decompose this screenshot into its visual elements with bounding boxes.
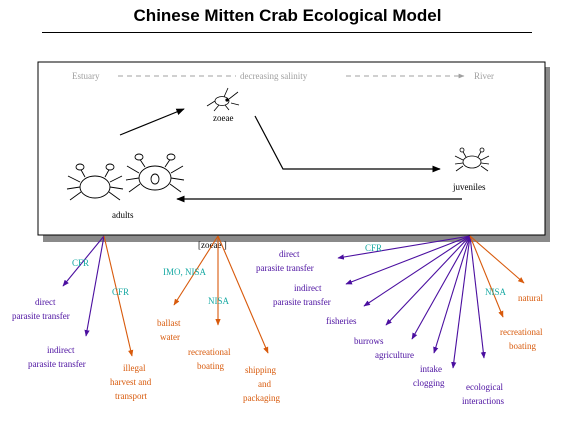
zoeae-ballast-label-1: ballast: [157, 318, 181, 328]
juvenile-intake-label-1: intake: [420, 364, 442, 374]
juvenile-agriculture-label: agriculture: [375, 350, 414, 360]
juvenile-nisa: NISA: [485, 287, 507, 297]
juvenile-arrow-natural: [469, 235, 525, 284]
juvenile-ecological-label-1: ecological: [466, 382, 503, 392]
adult-arrow-illegal-harvest: [103, 235, 134, 357]
title-underline: [42, 32, 532, 33]
zoeae-boating-label-1: recreational: [188, 347, 231, 357]
zoeae-nisa: NISA: [208, 296, 230, 306]
zoeae-arrow-shipping: [217, 235, 269, 354]
adult-direct-label-1: direct: [35, 297, 56, 307]
zoeae-arrow-ballast: [173, 235, 219, 306]
juvenile-natural-label: natural: [518, 293, 543, 303]
juvenile-fisheries-label: fisheries: [326, 316, 357, 326]
adult-arrow-direct-transfer: [62, 235, 105, 287]
zoeae-shipping-label-3: packaging: [243, 393, 280, 403]
adult-illegal-label-2: harvest and: [110, 377, 152, 387]
juvenile-arrow-ecological: [451, 235, 471, 369]
zoeae-shipping-label-2: and: [258, 379, 271, 389]
juvenile-burrows-label: burrows: [354, 336, 384, 346]
juvenile-boating-label-1: recreational: [500, 327, 543, 337]
juvenile-crab-icon: [454, 147, 490, 172]
river-label: River: [474, 71, 494, 81]
juvenile-arrow-fan: [337, 235, 525, 369]
juvenile-arrow-direct: [337, 235, 471, 260]
adult-indirect-label-2: parasite transfer: [28, 359, 86, 369]
juveniles-label: juveniles: [452, 182, 486, 192]
juvenile-indirect-label-2: parasite transfer: [273, 297, 331, 307]
zoeae-larva-icon: [206, 87, 240, 112]
juvenile-arrow-fisheries: [363, 235, 471, 307]
adult-crab-icon-left: [66, 163, 124, 201]
juvenile-direct-label-1: direct: [279, 249, 300, 259]
adult-arrow-indirect-transfer: [84, 235, 105, 337]
adults-label: adults: [112, 210, 134, 220]
juvenile-indirect-label-1: indirect: [294, 283, 322, 293]
adult-cfr-right: CFR: [112, 287, 129, 297]
salinity-label: decreasing salinity: [240, 71, 308, 81]
juvenile-arrow-burrows: [385, 235, 471, 326]
zoeae-ballast-label-2: water: [160, 332, 180, 342]
adult-direct-label-2: parasite transfer: [12, 311, 70, 321]
zoeae-boating-label-2: boating: [197, 361, 224, 371]
juvenile-arrow-agriculture: [411, 235, 471, 340]
zoeae-imo-nisa: IMO, NISA: [163, 267, 207, 277]
diagram-title: Chinese Mitten Crab Ecological Model: [133, 6, 442, 25]
juvenile-ecological-label-2: interactions: [462, 396, 504, 406]
juvenile-intake-label-2: clogging: [413, 378, 445, 388]
arrow-zoeae-to-juveniles: [254, 115, 441, 173]
juvenile-arrow-indirect: [345, 235, 471, 285]
arrow-adults-to-zoeae: [119, 108, 185, 136]
juvenile-boating-label-2: boating: [509, 341, 536, 351]
adult-crab-icon-right: [125, 153, 185, 193]
zoeae-shipping-label-1: shipping: [245, 365, 277, 375]
adult-illegal-label-1: illegal: [123, 363, 146, 373]
juvenile-cfr: CFR: [365, 243, 382, 253]
estuary-label: Estuary: [72, 71, 100, 81]
juvenile-arrow-intake: [433, 235, 471, 354]
zoeae-label: zoeae: [213, 113, 233, 123]
juvenile-direct-label-2: parasite transfer: [256, 263, 314, 273]
adult-cfr-left: CFR: [72, 258, 89, 268]
juvenile-arrow-interactions: [469, 235, 486, 359]
adult-illegal-label-3: transport: [115, 391, 147, 401]
juvenile-arrow-boating: [469, 235, 504, 318]
adult-indirect-label-1: indirect: [47, 345, 75, 355]
